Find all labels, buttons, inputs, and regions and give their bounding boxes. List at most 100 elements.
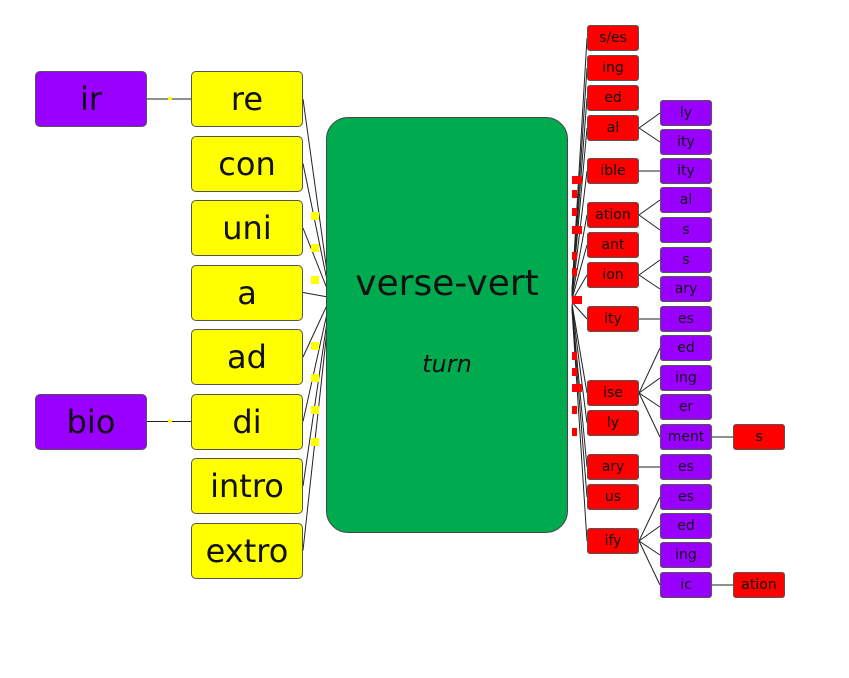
suffix-node: ing — [587, 55, 639, 81]
prefix-connector — [302, 320, 329, 551]
prefix-node: di — [191, 393, 303, 450]
suffix-marker — [572, 296, 582, 304]
suffix-connector — [571, 309, 588, 542]
suffix-connector — [571, 303, 588, 394]
subsuffix-node: ly — [660, 100, 712, 126]
subsuffix-node: ity — [660, 158, 712, 184]
prefix-node: a — [191, 264, 303, 321]
subsuffix-node: er — [660, 394, 712, 420]
subsuffix-node: ed — [660, 513, 712, 539]
suffix-connector — [571, 308, 588, 498]
grand-suffix-node: ation — [733, 572, 785, 598]
suffix-node: ant — [587, 232, 639, 258]
suffix-node: s/es — [587, 25, 639, 51]
suffix-marker — [572, 406, 577, 414]
suffix-connector — [571, 244, 588, 300]
suffix-marker — [572, 226, 582, 234]
suffix-connector — [571, 214, 588, 298]
prefix-marker — [311, 406, 319, 414]
root-word: verse-vert — [355, 262, 539, 304]
subsuffix-node: es — [660, 454, 712, 480]
suffix-marker — [572, 252, 577, 260]
subsuffix-node: al — [660, 187, 712, 213]
subsuffix-connector — [638, 347, 661, 394]
subsuffix-node: s — [660, 217, 712, 243]
outer-prefix-marker — [168, 419, 172, 423]
suffix-marker — [572, 208, 577, 216]
suffix-node: ed — [587, 85, 639, 111]
prefix-marker — [311, 276, 319, 284]
prefix-marker — [311, 244, 319, 252]
prefix-connector — [302, 308, 329, 422]
suffix-connector — [571, 127, 588, 295]
root-node: verse-vert turn — [326, 117, 568, 533]
suffix-node: ify — [587, 528, 639, 554]
subsuffix-connector — [638, 274, 661, 290]
subsuffix-node: es — [660, 484, 712, 510]
suffix-node: ation — [587, 202, 639, 228]
root-meaning: turn — [422, 349, 472, 378]
subsuffix-connector — [638, 392, 661, 408]
prefix-node: con — [191, 135, 303, 192]
suffix-marker — [572, 176, 582, 184]
subsuffix-node: ed — [660, 335, 712, 361]
suffix-node: ary — [587, 454, 639, 480]
suffix-node: ise — [587, 380, 639, 406]
subsuffix-connector — [638, 525, 661, 542]
suffix-node: al — [587, 115, 639, 141]
subsuffix-node: ary — [660, 276, 712, 302]
subsuffix-connector — [638, 377, 661, 394]
prefix-marker — [311, 374, 319, 382]
subsuffix-connector — [638, 214, 661, 231]
subsuffix-node: ment — [660, 424, 712, 450]
suffix-connector — [571, 301, 588, 320]
prefix-connector — [302, 314, 329, 487]
subsuffix-connector — [638, 540, 661, 586]
prefix-node: extro — [191, 522, 303, 579]
prefix-connector — [302, 227, 329, 292]
prefix-marker — [311, 212, 319, 220]
prefix-node: uni — [191, 200, 303, 256]
subsuffix-node: ing — [660, 365, 712, 391]
suffix-marker — [572, 428, 577, 436]
subsuffix-connector — [638, 112, 661, 129]
suffix-node: ible — [587, 158, 639, 184]
prefix-connector — [302, 292, 329, 298]
subsuffix-node: es — [660, 306, 712, 332]
subsuffix-node: ity — [660, 129, 712, 155]
suffix-marker — [572, 268, 577, 276]
subsuffix-connector — [638, 392, 661, 438]
subsuffix-connector — [638, 540, 661, 556]
suffix-node: us — [587, 484, 639, 510]
suffix-connector — [571, 305, 588, 424]
prefix-connector — [302, 163, 329, 286]
subsuffix-node: ing — [660, 542, 712, 568]
suffix-node: ly — [587, 410, 639, 436]
suffix-node: ity — [587, 306, 639, 332]
suffix-marker — [572, 368, 577, 376]
suffix-node: ion — [587, 262, 639, 288]
prefix-node: re — [191, 71, 303, 127]
subsuffix-node: s — [660, 247, 712, 273]
outer-prefix-node: bio — [35, 393, 147, 450]
grand-suffix-node: s — [733, 424, 785, 450]
suffix-connector — [571, 97, 588, 294]
outer-prefix-marker — [168, 97, 172, 100]
suffix-marker — [572, 384, 582, 392]
prefix-marker — [311, 438, 319, 446]
prefix-connector — [302, 302, 329, 358]
subsuffix-connector — [638, 199, 661, 216]
subsuffix-connector — [638, 259, 661, 276]
prefix-node: ad — [191, 329, 303, 385]
prefix-connector — [302, 98, 329, 280]
subsuffix-connector — [638, 127, 661, 143]
subsuffix-node: ic — [660, 572, 712, 598]
prefix-node: intro — [191, 458, 303, 514]
subsuffix-connector — [638, 496, 661, 542]
outer-prefix-node: ir — [35, 71, 147, 127]
suffix-marker — [572, 352, 577, 360]
prefix-marker — [311, 342, 319, 350]
suffix-marker — [572, 190, 577, 198]
